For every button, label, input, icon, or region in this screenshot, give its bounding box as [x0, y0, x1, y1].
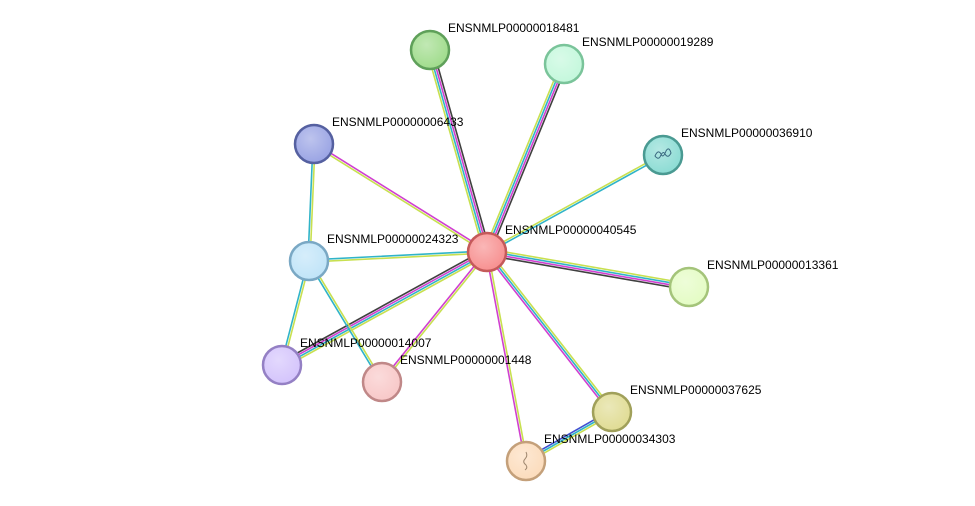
- node-n14007[interactable]: ENSNMLP00000014007: [261, 336, 432, 386]
- edge-channel-line: [430, 48, 489, 253]
- edge-channel-line: [487, 249, 615, 412]
- node-highlight: [291, 243, 327, 279]
- node-n24323[interactable]: ENSNMLP00000024323: [288, 232, 459, 282]
- edge-channel-line: [307, 260, 382, 384]
- node-n01448[interactable]: ENSNMLP00000001448: [361, 353, 532, 403]
- edge-channel-line: [486, 252, 690, 289]
- edge-channel-line: [486, 248, 691, 285]
- edge-n40545-n24323[interactable]: [308, 250, 488, 263]
- edge-n40545-n06433[interactable]: [312, 142, 489, 254]
- edge-channel-line: [486, 251, 613, 413]
- node-highlight: [469, 234, 505, 270]
- edge-n40545-n18481[interactable]: [426, 48, 491, 254]
- node-n40545[interactable]: ENSNMLP00000040545: [466, 223, 637, 273]
- edge-channel-line: [485, 254, 690, 291]
- edge-channel-line: [432, 48, 491, 252]
- edge-n40545-n34303[interactable]: [485, 251, 528, 462]
- node-highlight: [364, 364, 400, 400]
- edge-n40545-n36910[interactable]: [485, 153, 665, 254]
- edge-n40545-n19289[interactable]: [483, 62, 568, 254]
- edge-channel-line: [281, 252, 489, 367]
- nodes-layer: ENSNMLP00000040545ENSNMLP00000018481ENSN…: [261, 21, 839, 482]
- edge-channel-line: [279, 248, 487, 364]
- edge-channel-line: [426, 50, 485, 254]
- edge-channel-line: [308, 250, 488, 261]
- edge-channel-line: [308, 252, 488, 263]
- node-label: ENSNMLP00000037625: [630, 383, 762, 397]
- node-highlight: [264, 347, 300, 383]
- node-label: ENSNMLP00000018481: [448, 21, 580, 35]
- node-highlight: [645, 137, 681, 173]
- edge-channel-line: [309, 259, 384, 383]
- node-n34303[interactable]: ENSNMLP00000034303: [505, 432, 676, 482]
- edge-channel-line: [380, 250, 487, 383]
- edge-channel-line: [280, 250, 488, 365]
- edge-channel-line: [487, 63, 566, 254]
- edge-channel-line: [312, 144, 488, 254]
- edge-n40545-n13361[interactable]: [485, 248, 691, 291]
- node-n13361[interactable]: ENSNMLP00000013361: [668, 258, 839, 308]
- node-label: ENSNMLP00000040545: [505, 223, 637, 237]
- node-n37625[interactable]: ENSNMLP00000037625: [591, 383, 762, 433]
- node-highlight: [296, 126, 332, 162]
- edge-channel-line: [428, 49, 487, 254]
- edge-channel-line: [282, 253, 490, 369]
- edge-channel-line: [485, 251, 526, 462]
- protein-structure-icon: [523, 451, 528, 471]
- node-n19289[interactable]: ENSNMLP00000019289: [543, 35, 714, 85]
- node-n06433[interactable]: ENSNMLP00000006433: [293, 115, 464, 165]
- edge-n24323-n01448[interactable]: [307, 259, 384, 384]
- node-label: ENSNMLP00000013361: [707, 258, 839, 272]
- node-highlight: [671, 269, 707, 305]
- node-highlight: [508, 443, 544, 479]
- node-label: ENSNMLP00000034303: [544, 432, 676, 446]
- edge-channel-line: [485, 153, 664, 252]
- node-label: ENSNMLP00000014007: [300, 336, 432, 350]
- edge-n40545-n37625[interactable]: [484, 249, 615, 415]
- edge-channel-line: [382, 251, 489, 384]
- edge-channel-line: [486, 155, 665, 254]
- node-highlight: [594, 394, 630, 430]
- edge-channel-line: [313, 142, 489, 252]
- node-highlight: [412, 32, 448, 68]
- node-highlight: [546, 46, 582, 82]
- node-label: ENSNMLP00000006433: [332, 115, 464, 129]
- edge-channel-line: [485, 62, 564, 253]
- node-label: ENSNMLP00000001448: [400, 353, 532, 367]
- edge-channel-line: [487, 251, 528, 462]
- edge-channel-line: [483, 62, 562, 252]
- edge-channel-line: [486, 250, 690, 287]
- node-label: ENSNMLP00000036910: [681, 126, 813, 140]
- protein-structure-icon: [654, 148, 672, 159]
- edge-channel-line: [489, 64, 568, 254]
- edge-n40545-n14007[interactable]: [279, 248, 490, 369]
- node-label: ENSNMLP00000024323: [327, 232, 459, 246]
- edge-n40545-n01448[interactable]: [380, 250, 489, 384]
- node-label: ENSNMLP00000019289: [582, 35, 714, 49]
- node-n18481[interactable]: ENSNMLP00000018481: [409, 21, 580, 71]
- edge-channel-line: [484, 252, 612, 415]
- node-n36910[interactable]: ENSNMLP00000036910: [642, 126, 813, 176]
